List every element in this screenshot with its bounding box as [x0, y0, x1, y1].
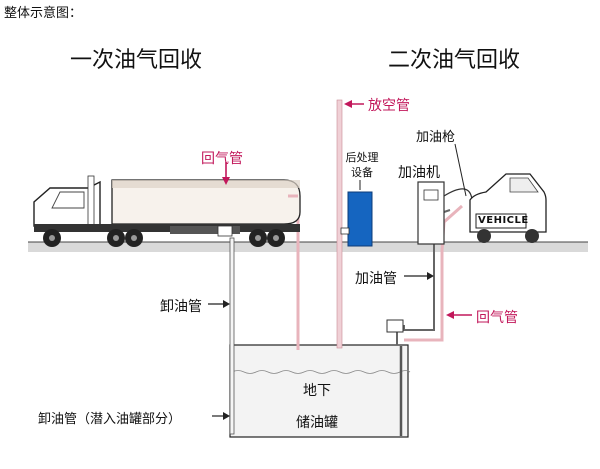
car	[469, 173, 547, 243]
nozzle-hose	[443, 188, 473, 201]
label-unload-pipe: 卸油管	[160, 299, 202, 315]
arrow-vapor-left	[222, 162, 230, 185]
unload-pipe	[229, 237, 235, 435]
caption: 整体示意图：	[4, 6, 83, 21]
fuel-surface	[231, 370, 411, 374]
label-treatment-device: 后处理设备	[345, 151, 379, 179]
label-unload-pipe-submerged: 卸油管（潜入油罐部分）	[38, 412, 182, 427]
dispenser-display	[423, 189, 439, 201]
treatment-connector	[340, 227, 350, 235]
label-storage-tank: 储油罐	[296, 415, 338, 431]
label-fuel-pipe: 加油管	[355, 271, 397, 287]
heading-primary: 一次油气回收	[70, 48, 203, 73]
heading-secondary: 二次油气回收	[388, 48, 521, 73]
pump-box	[386, 319, 404, 333]
storage-tank	[229, 344, 409, 438]
arrow-fuel-pipe	[404, 272, 434, 280]
label-dispenser: 加油机	[398, 165, 440, 181]
vent-pipe	[336, 99, 343, 349]
label-vent-pipe: 放空管	[368, 98, 410, 114]
arrow-vapor-right	[446, 311, 472, 319]
arrow-nozzle	[454, 143, 467, 197]
ground-band	[28, 242, 588, 252]
tanker-truck	[33, 175, 301, 247]
vapor-return-pipe-right	[404, 204, 463, 342]
label-vehicle: VEHICLE	[478, 215, 529, 226]
label-vapor-return-right: 回气管	[476, 310, 518, 326]
arrow-unload-pipe	[208, 300, 230, 308]
arrow-vent	[344, 100, 364, 108]
label-nozzle: 加油枪	[416, 130, 456, 145]
label-vapor-return-left: 回气管	[201, 151, 243, 167]
label-underground: 地下	[303, 383, 331, 399]
treatment-device	[347, 191, 373, 247]
arrow-unload-submerged	[212, 412, 230, 420]
